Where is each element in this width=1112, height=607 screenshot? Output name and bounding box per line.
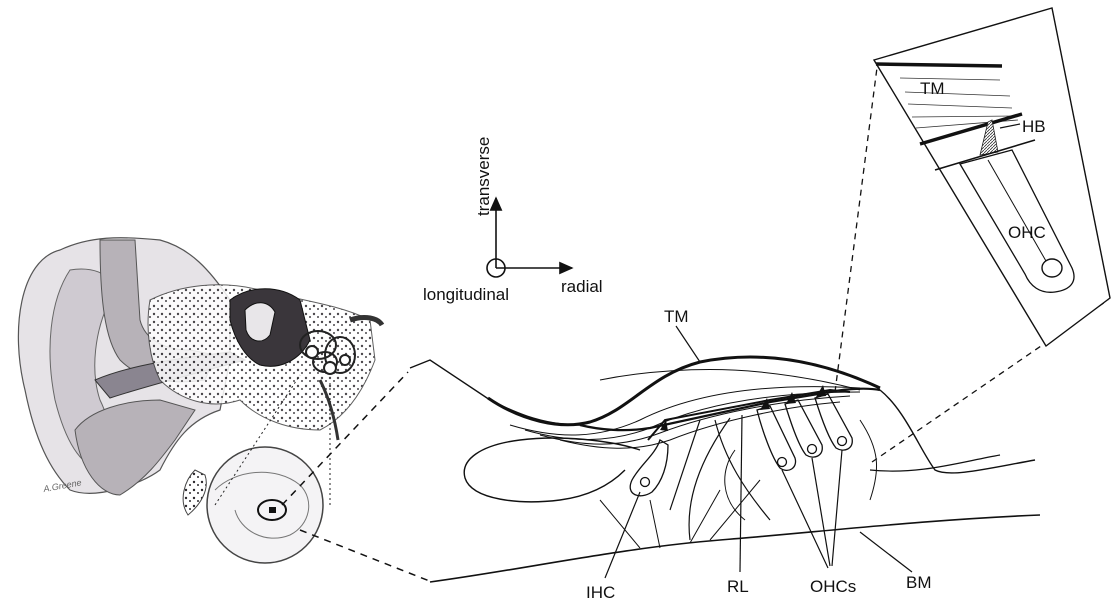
label-ohcs: OHCs — [810, 577, 856, 596]
inset-label-ohc: OHC — [1008, 223, 1046, 242]
leader-ohcs — [782, 450, 842, 568]
cochlea-highlight-dot — [269, 507, 276, 513]
label-tm-main: TM — [664, 307, 689, 326]
leader-tm — [676, 326, 700, 362]
tm-layer-3 — [540, 396, 850, 444]
limbus-outline — [410, 360, 580, 425]
basilar-membrane — [430, 515, 1040, 582]
inset-tm-top — [876, 64, 1002, 66]
cochlea-cross-section — [207, 447, 323, 563]
leader-rl — [740, 415, 742, 572]
leader-ihc — [605, 492, 640, 578]
projection-line-lower — [300, 530, 432, 582]
label-bm: BM — [906, 573, 932, 592]
pillar-cells — [670, 418, 770, 540]
deiters-cells — [725, 420, 877, 520]
ohc3-nucleus — [838, 437, 847, 446]
inset-label-tm: TM — [920, 79, 945, 98]
axes-indicator: transverse longitudinal radial — [423, 137, 603, 304]
ohc2-nucleus — [808, 445, 817, 454]
outer-cochlear-wall — [880, 390, 1035, 473]
longitudinal-label: longitudinal — [423, 285, 509, 304]
hair-bundle-inset: TM HB OHC — [874, 8, 1110, 346]
reticular-lamina — [648, 390, 850, 440]
label-ihc: IHC — [586, 583, 615, 602]
ear-anatomy-illustration: A.Greene — [18, 238, 382, 563]
transverse-label: transverse — [474, 137, 493, 216]
basilar-fibers — [600, 480, 760, 548]
inset-connector-upper — [835, 60, 878, 392]
inset-frame — [874, 8, 1110, 346]
spiral-ligament-outline — [870, 455, 1000, 471]
ihc-nucleus — [641, 478, 650, 487]
outer-hair-cell-1 — [757, 406, 796, 470]
inset-label-hb: HB — [1022, 117, 1046, 136]
ohc1-nucleus — [778, 458, 787, 467]
leader-bm — [860, 532, 912, 572]
organ-of-corti-diagram — [410, 326, 1040, 582]
inset-ohc-nucleus — [1042, 259, 1062, 277]
inner-sulcus — [464, 438, 640, 502]
radial-label: radial — [561, 277, 603, 296]
label-rl: RL — [727, 577, 749, 596]
cochlear-nerve-bundle — [183, 470, 206, 515]
tm-underside — [580, 389, 880, 430]
